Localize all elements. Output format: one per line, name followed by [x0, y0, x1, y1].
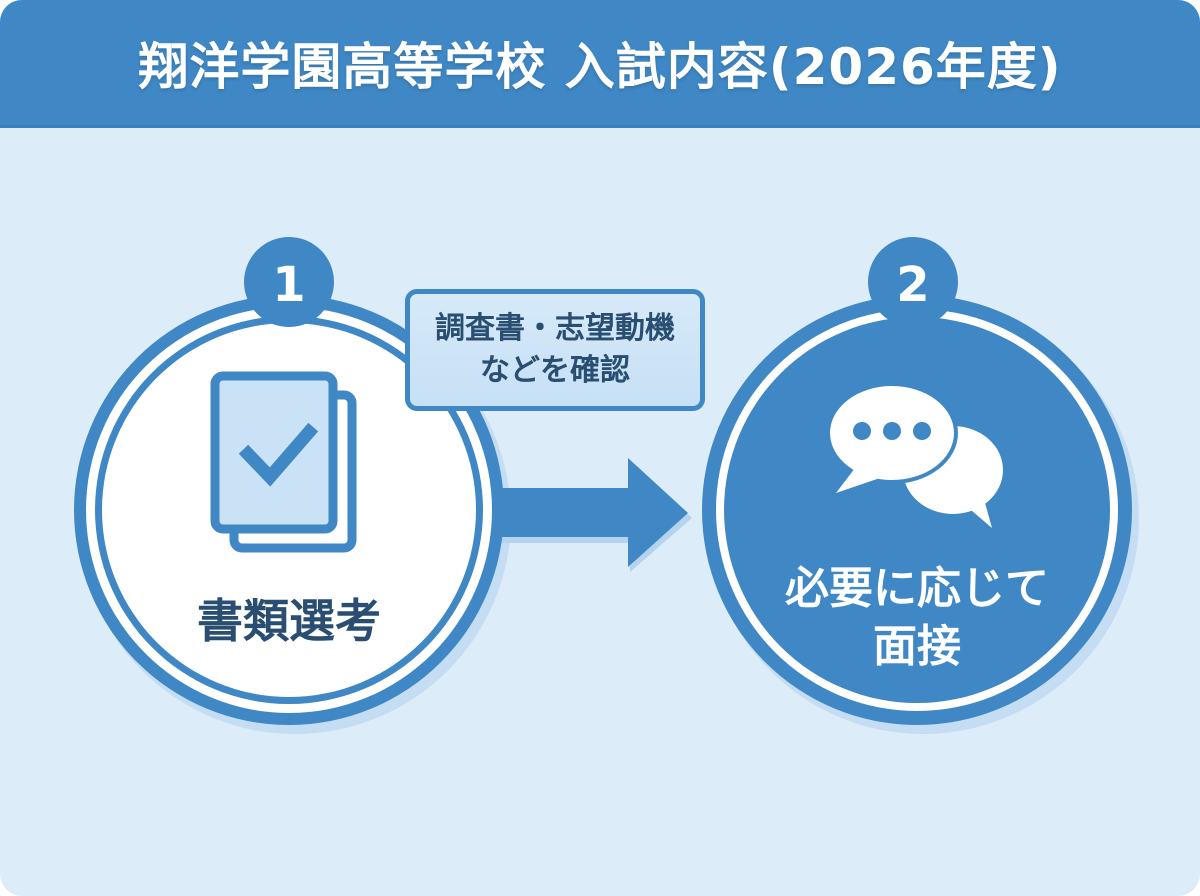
callout-line1: 調査書・志望動機	[435, 311, 675, 346]
step2-number: 2	[896, 257, 930, 313]
arrow-right-icon	[485, 458, 692, 572]
step1-badge	[244, 237, 334, 327]
step2-badge	[868, 237, 958, 327]
step2-label: 必要に応じて 面接	[717, 560, 1117, 676]
document-check-icon	[210, 371, 357, 553]
step2-label-line2: 面接	[873, 621, 961, 672]
page-title: 翔洋学園高等学校 入試内容(2026年度)	[138, 37, 1062, 96]
callout-line2: などを確認	[480, 353, 630, 388]
chat-bubbles-icon	[826, 382, 1003, 528]
step2-circle	[702, 295, 1132, 725]
callout-note: 調査書・志望動機 などを確認	[405, 289, 705, 411]
step2-label-line1: 必要に応じて	[785, 563, 1049, 614]
header-bar: 翔洋学園高等学校 入試内容(2026年度)	[0, 0, 1200, 128]
step1-label: 書類選考	[197, 594, 381, 648]
step1-number: 1	[272, 257, 306, 313]
